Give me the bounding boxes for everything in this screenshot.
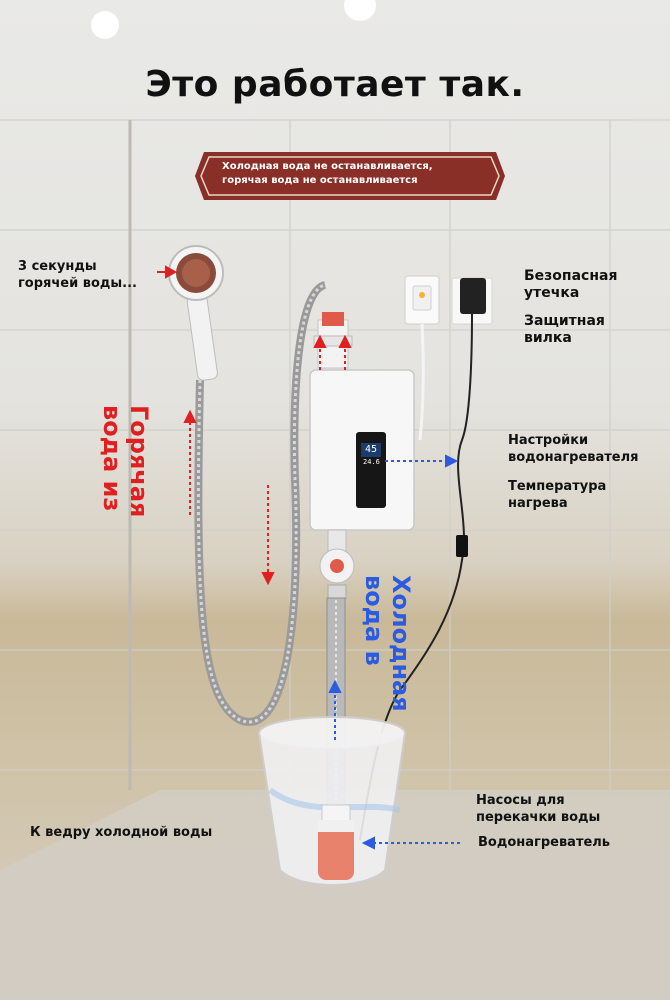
vertical-cold-water-label: Холодная вода в [360,575,415,712]
label-protective-plug: Защитная вилка [524,313,605,346]
label-safe-leak: Безопасная утечка [524,268,618,301]
heater-device-icon [309,369,415,531]
label-pumps: Насосы для перекачки воды [476,793,601,825]
adapter-plug-icon [460,278,486,314]
banner-message: Холодная вода не останавливается, горяча… [222,160,484,188]
label-water-heater: Водонагреватель [478,835,611,850]
label-heating-temp: Температура нагрева [508,479,607,511]
label-to-bucket: К ведру холодной воды [30,825,213,840]
vertical-hot-water-label: Горячая вода из [98,405,153,518]
socket-icon [404,275,440,325]
banner-line-2: горячая вода не останавливается [222,175,418,186]
label-heater-settings: Настройки водонагревателя [508,433,639,465]
pump-icon [318,804,354,880]
heater-display-value: 45 [365,444,378,455]
shower-head-icon [168,245,224,381]
heater-display-small: 24.6 [363,458,380,466]
page-title: Это работает так. [145,64,525,105]
label-hot-seconds: 3 секунды горячей воды... [18,259,137,291]
banner-line-1: Холодная вода не останавливается, [222,161,433,172]
